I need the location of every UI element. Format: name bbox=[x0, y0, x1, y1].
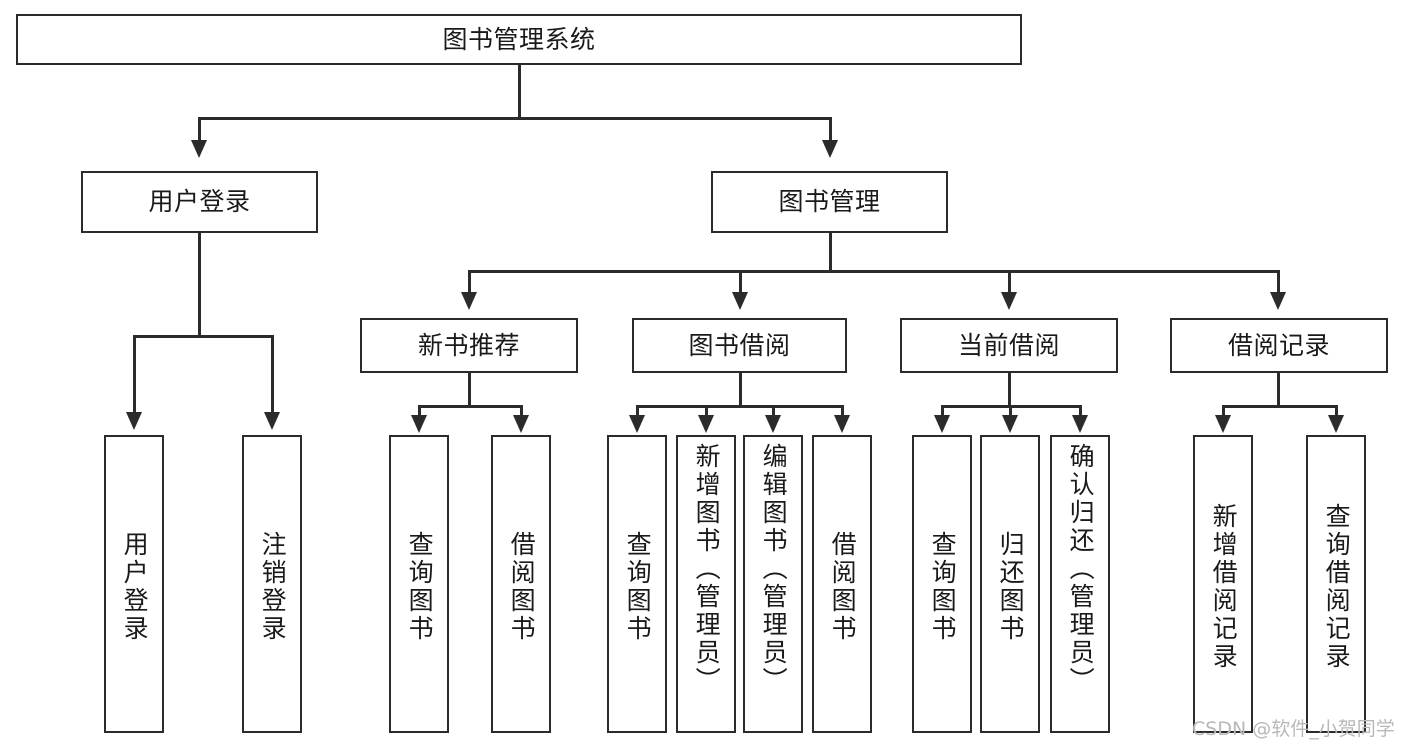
leaf-query-borrow-record[interactable]: 查询借阅记录 bbox=[1306, 435, 1366, 733]
connector-newbook-drop-1 bbox=[418, 405, 421, 416]
connector-bookmgmt-drop-1 bbox=[468, 270, 471, 293]
node-label: 借阅记录 bbox=[1227, 330, 1330, 360]
node-book-borrow[interactable]: 图书借阅 bbox=[632, 318, 847, 373]
arrowhead-leaf-query-book-1 bbox=[411, 415, 427, 433]
connector-bookborrow-drop-1 bbox=[636, 405, 639, 416]
connector-bookmgmt-drop-2 bbox=[739, 270, 742, 293]
leaf-confirm-return-admin[interactable]: 确认归还（管理员） bbox=[1050, 435, 1110, 733]
node-label: 查询图书 bbox=[623, 531, 653, 643]
leaf-query-book-recommend[interactable]: 查询图书 bbox=[389, 435, 449, 733]
node-label: 借阅图书 bbox=[828, 531, 858, 643]
csdn-watermark: CSDN @软件_小贺同学 bbox=[1192, 718, 1395, 740]
node-label: 查询图书 bbox=[405, 531, 435, 643]
arrowhead-book-borrow bbox=[732, 292, 748, 310]
connector-userlogin-drop-2 bbox=[271, 335, 274, 413]
arrowhead-borrow-record bbox=[1270, 292, 1286, 310]
node-label: 当前借阅 bbox=[957, 330, 1060, 360]
arrowhead-leaf-add-book bbox=[698, 415, 714, 433]
node-label: 新增借阅记录 bbox=[1209, 503, 1239, 671]
leaf-add-borrow-record[interactable]: 新增借阅记录 bbox=[1193, 435, 1253, 733]
node-label: 借阅图书 bbox=[507, 531, 537, 643]
arrowhead-leaf-query-book-3 bbox=[934, 415, 950, 433]
arrowhead-book-manage bbox=[822, 140, 838, 158]
connector-borrowrecord-drop-2 bbox=[1335, 405, 1338, 416]
connector-borrowrecord-bar bbox=[1222, 405, 1337, 408]
node-label: 归还图书 bbox=[996, 531, 1026, 643]
node-borrow-record[interactable]: 借阅记录 bbox=[1170, 318, 1388, 373]
arrowhead-leaf-borrow-book-2 bbox=[834, 415, 850, 433]
connector-currentborrow-drop-1 bbox=[941, 405, 944, 416]
node-label: 图书管理系统 bbox=[442, 24, 596, 54]
arrowhead-current-borrow bbox=[1001, 292, 1017, 310]
connector-root-drop-left bbox=[198, 117, 201, 141]
connector-currentborrow-bar bbox=[941, 405, 1082, 408]
node-label: 用户登录 bbox=[148, 187, 251, 217]
node-label: 注销登录 bbox=[258, 531, 288, 643]
connector-bookborrow-drop-2 bbox=[705, 405, 708, 416]
leaf-return-book[interactable]: 归还图书 bbox=[980, 435, 1040, 733]
node-label: 新增图书（管理员） bbox=[692, 443, 722, 695]
arrowhead-new-book-recommend bbox=[461, 292, 477, 310]
connector-bookmgmt-drop-4 bbox=[1277, 270, 1280, 293]
connector-root-stem bbox=[518, 65, 521, 117]
arrowhead-leaf-confirm-return bbox=[1072, 415, 1088, 433]
leaf-logout[interactable]: 注销登录 bbox=[242, 435, 302, 733]
connector-bookborrow-drop-3 bbox=[772, 405, 775, 416]
connector-root-drop-right bbox=[829, 117, 832, 141]
leaf-user-login[interactable]: 用户登录 bbox=[104, 435, 164, 733]
connector-userlogin-bar bbox=[133, 335, 273, 338]
connector-currentborrow-drop-2 bbox=[1009, 405, 1012, 416]
connector-bookborrow-stem bbox=[739, 373, 742, 405]
connector-root-bar bbox=[198, 117, 831, 120]
arrowhead-leaf-logout bbox=[264, 412, 280, 430]
node-label: 用户登录 bbox=[120, 531, 150, 643]
node-label: 编辑图书（管理员） bbox=[759, 443, 789, 695]
connector-userlogin-drop-1 bbox=[133, 335, 136, 413]
node-label: 新书推荐 bbox=[417, 330, 520, 360]
leaf-add-book-admin[interactable]: 新增图书（管理员） bbox=[676, 435, 736, 733]
arrowhead-leaf-query-book-2 bbox=[629, 415, 645, 433]
leaf-borrow-book-recommend[interactable]: 借阅图书 bbox=[491, 435, 551, 733]
leaf-edit-book-admin[interactable]: 编辑图书（管理员） bbox=[743, 435, 803, 733]
node-label: 查询图书 bbox=[928, 531, 958, 643]
arrowhead-leaf-return-book bbox=[1002, 415, 1018, 433]
connector-newbook-drop-2 bbox=[520, 405, 523, 416]
node-user-login[interactable]: 用户登录 bbox=[81, 171, 318, 233]
connector-currentborrow-stem bbox=[1008, 373, 1011, 405]
connector-userlogin-stem bbox=[198, 233, 201, 335]
connector-bookborrow-bar bbox=[636, 405, 844, 408]
node-label: 查询借阅记录 bbox=[1322, 503, 1352, 671]
leaf-query-book-current[interactable]: 查询图书 bbox=[912, 435, 972, 733]
node-label: 图书借阅 bbox=[688, 330, 791, 360]
connector-bookmgmt-drop-3 bbox=[1008, 270, 1011, 293]
node-label: 确认归还（管理员） bbox=[1066, 443, 1096, 695]
arrowhead-user-login bbox=[191, 140, 207, 158]
leaf-borrow-book-borrow[interactable]: 借阅图书 bbox=[812, 435, 872, 733]
connector-newbook-stem bbox=[468, 373, 471, 405]
arrowhead-leaf-query-record bbox=[1328, 415, 1344, 433]
arrowhead-leaf-user-login bbox=[126, 412, 142, 430]
arrowhead-leaf-add-record bbox=[1215, 415, 1231, 433]
connector-bookmgmt-stem bbox=[829, 233, 832, 270]
leaf-query-book-borrow[interactable]: 查询图书 bbox=[607, 435, 667, 733]
arrowhead-leaf-edit-book bbox=[765, 415, 781, 433]
node-label: 图书管理 bbox=[778, 187, 881, 217]
node-current-borrow[interactable]: 当前借阅 bbox=[900, 318, 1118, 373]
connector-borrowrecord-drop-1 bbox=[1222, 405, 1225, 416]
connector-currentborrow-drop-3 bbox=[1079, 405, 1082, 416]
node-root-system[interactable]: 图书管理系统 bbox=[16, 14, 1022, 65]
connector-bookborrow-drop-4 bbox=[841, 405, 844, 416]
connector-bookmgmt-bar bbox=[468, 270, 1279, 273]
node-book-management[interactable]: 图书管理 bbox=[711, 171, 948, 233]
arrowhead-leaf-borrow-book-1 bbox=[513, 415, 529, 433]
connector-borrowrecord-stem bbox=[1277, 373, 1280, 405]
connector-newbook-bar bbox=[418, 405, 522, 408]
node-new-book-recommend[interactable]: 新书推荐 bbox=[360, 318, 578, 373]
